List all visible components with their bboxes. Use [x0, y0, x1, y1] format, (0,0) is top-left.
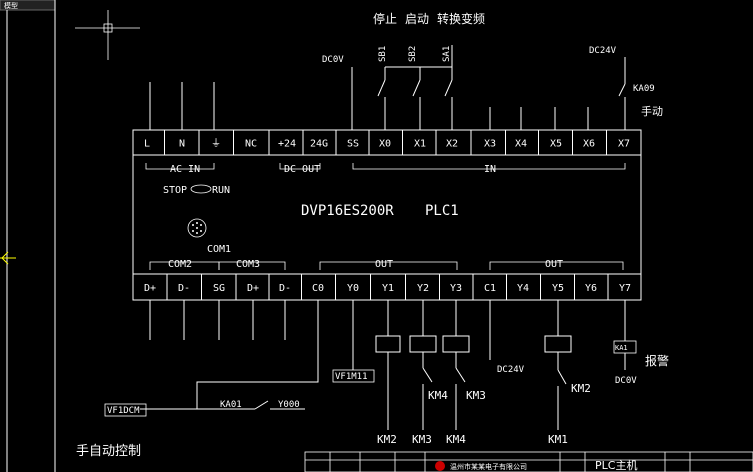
label-km3: KM3	[412, 433, 432, 446]
label-dc24v-top: DC24V	[589, 46, 617, 56]
vf1dcm-box	[104, 403, 147, 417]
drawing-title: 手自动控制	[76, 444, 141, 459]
in-terminal-10: X3	[484, 139, 496, 150]
in-terminal-13: X6	[583, 139, 595, 150]
group-out-1: OUT	[375, 259, 393, 270]
label-km4: KM4	[446, 433, 466, 446]
label-sb1: SB1	[378, 46, 388, 62]
label-km4-contact: KM4	[428, 389, 448, 402]
company-name: 温州市某某电子有限公司	[450, 462, 527, 471]
label-dc0v-bottom: DC0V	[615, 376, 637, 386]
in-terminal-5: 24G	[310, 139, 328, 150]
title-block	[304, 451, 753, 472]
out-terminal-6: Y0	[347, 283, 359, 294]
crosshair-cursor-icon	[75, 10, 140, 60]
in-terminal-7: X0	[379, 139, 391, 150]
label-ka1: KA1	[615, 344, 628, 352]
label-dc24v-bottom: DC24V	[497, 365, 525, 375]
out-terminal-12: Y5	[552, 283, 564, 294]
top-input-wiring	[149, 45, 626, 130]
plc-name: PLC1	[425, 203, 459, 219]
out-terminal-3: D+	[247, 283, 259, 294]
out-terminal-9: Y3	[450, 283, 462, 294]
input-group-brackets	[145, 163, 626, 170]
in-terminal-4: +24	[278, 139, 296, 150]
out-terminal-5: C0	[312, 283, 324, 294]
out-terminal-0: D+	[144, 283, 156, 294]
in-terminal-0: L	[144, 139, 150, 150]
group-in: IN	[484, 164, 496, 175]
output-group-brackets	[149, 261, 624, 270]
label-sb2: SB2	[408, 46, 418, 62]
label-ka09: KA09	[633, 84, 655, 94]
out-terminal-13: Y6	[585, 283, 597, 294]
in-terminal-6: SS	[347, 139, 359, 150]
plc-stop-label: STOP	[163, 185, 187, 196]
label-ka01: KA01	[220, 400, 242, 410]
label-km3-contact: KM3	[466, 389, 486, 402]
out-terminal-14: Y7	[619, 283, 631, 294]
in-terminal-2: ⏚	[211, 138, 221, 150]
title-block-plc-main: PLC主机	[595, 458, 637, 472]
out-terminal-4: D-	[279, 283, 291, 294]
plc-run-label: RUN	[212, 185, 230, 196]
label-km1: KM1	[548, 433, 568, 446]
label-manual: 手动	[641, 104, 663, 118]
label-km2: KM2	[377, 433, 397, 446]
com1-label: COM1	[207, 244, 231, 255]
out-terminal-8: Y2	[417, 283, 429, 294]
model-tab-label: 模型	[4, 1, 18, 10]
vf1m1-box	[332, 369, 375, 383]
in-terminal-12: X5	[550, 139, 562, 150]
out-terminal-10: C1	[484, 283, 496, 294]
in-terminal-9: X2	[446, 139, 458, 150]
left-arrow-marker-icon	[0, 251, 16, 265]
in-terminal-11: X4	[515, 139, 527, 150]
label-vf1m1: VF1M11	[335, 372, 368, 382]
in-terminal-3: NC	[245, 139, 257, 150]
com1-port-icon	[187, 218, 207, 238]
label-vf1dcm: VF1DCM	[107, 406, 140, 416]
plc-model: DVP16ES200R	[301, 203, 394, 219]
label-km2-contact: KM2	[571, 382, 591, 395]
in-terminal-1: N	[179, 139, 185, 150]
label-y000: Y000	[278, 400, 300, 410]
group-com3: COM3	[236, 259, 260, 270]
group-com2: COM2	[168, 259, 192, 270]
group-dc-out: DC OUT	[284, 164, 320, 175]
label-stop: 停止	[373, 11, 397, 26]
stop-run-switch-icon	[190, 184, 212, 194]
out-terminal-7: Y1	[382, 283, 394, 294]
label-start: 启动	[405, 12, 429, 26]
label-alarm: 报警	[645, 353, 669, 368]
group-out-2: OUT	[545, 259, 563, 270]
output-wiring	[140, 300, 637, 430]
out-terminal-11: Y4	[517, 283, 529, 294]
label-switch-vfd: 转换变频	[437, 11, 485, 26]
label-sa1: SA1	[442, 46, 452, 62]
label-dc0v-top: DC0V	[322, 55, 344, 65]
out-terminal-2: SG	[213, 283, 225, 294]
output-terminal-strip	[132, 273, 642, 301]
in-terminal-8: X1	[414, 139, 426, 150]
out-terminal-1: D-	[178, 283, 190, 294]
company-logo-icon	[435, 461, 445, 471]
in-terminal-14: X7	[618, 139, 630, 150]
group-ac-in: AC IN	[170, 164, 200, 175]
